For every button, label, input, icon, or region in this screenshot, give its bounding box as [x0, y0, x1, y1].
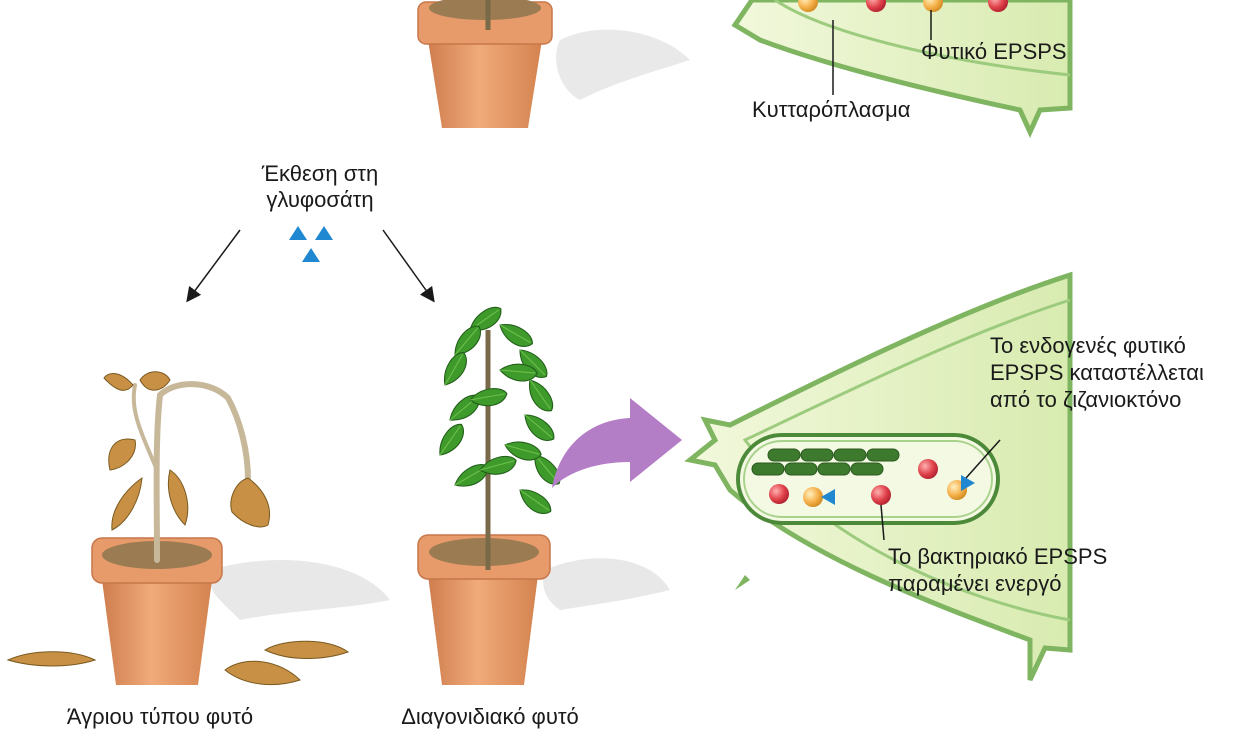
leaf-vein: [519, 489, 550, 511]
bacterial-label-line1: Το βακτηριακό EPSPS: [888, 544, 1108, 569]
thylakoid: [817, 462, 851, 476]
leaf: [504, 441, 542, 461]
leaf: [528, 379, 554, 412]
leaf-vein: [529, 379, 551, 410]
leaf-vein: [499, 369, 536, 374]
thylakoid-stack: [751, 448, 900, 476]
thylakoid: [767, 448, 801, 462]
leaf-vein: [469, 393, 505, 401]
transgenic-plant: [417, 330, 670, 685]
protein-top-2: [866, 0, 886, 12]
bacterial-label-line2: παραμένει ενεργό: [888, 571, 1062, 596]
glyphosate-bound-1: [821, 489, 835, 505]
glyphosate-bound-2: [961, 475, 975, 491]
leaf-vein: [499, 324, 531, 344]
leaf-vein: [534, 454, 559, 483]
thylakoid: [850, 462, 884, 476]
leaf-vein: [519, 349, 546, 376]
leaf: [524, 414, 555, 441]
leaf-vein: [479, 460, 515, 471]
chloroplast: [736, 433, 1000, 525]
leaf: [499, 324, 533, 347]
endogenous-label-line2: EPSPS καταστέλλεται: [990, 360, 1204, 385]
thylakoid: [784, 462, 818, 476]
thylakoid: [866, 448, 900, 462]
wild-type-plant: [6, 371, 390, 686]
top-pot: [417, 0, 690, 128]
leaf: [519, 489, 552, 514]
endogenous-label-line1: Το ενδογενές φυτικό: [990, 333, 1186, 358]
leaf-vein: [524, 414, 553, 439]
thylakoid: [800, 448, 834, 462]
bacterial-pointer: [880, 504, 885, 541]
protein-red-3: [918, 459, 938, 479]
leaf-vein: [439, 425, 461, 456]
protein-yellow-inhibited-1: [803, 487, 823, 507]
endogenous-label-line3: από το ζιζανιοκτόνο: [990, 387, 1182, 412]
glyphosate-icon: [289, 226, 333, 262]
top-cell: [731, 0, 1073, 139]
leaf-vein: [454, 327, 479, 356]
protein-red-1: [769, 484, 789, 504]
cytoplasm-label: Κυτταρόπλασμα: [752, 97, 911, 122]
zoom-arrow: [552, 398, 682, 488]
protein-top-1: [798, 0, 818, 12]
thylakoid: [833, 448, 867, 462]
leaf: [499, 363, 538, 382]
leaf-vein: [504, 444, 540, 455]
leaf: [439, 423, 464, 456]
endogenous-pointer: [965, 439, 1001, 479]
protein-red-2: [871, 485, 891, 505]
leaf-vein: [444, 354, 464, 386]
thylakoid: [751, 462, 785, 476]
protein-top-4: [988, 0, 1008, 12]
arrow-to-transgenic: [382, 229, 435, 303]
transgenic-label: Διαγονιδιακό φυτό: [401, 704, 579, 729]
transgenic-foliage: [439, 306, 561, 514]
protein-top-3: [923, 0, 943, 12]
wild-type-label: Άγριου τύπου φυτό: [66, 704, 254, 729]
exposure-label-line2: γλυφοσάτη: [266, 187, 374, 212]
arrow-to-wild-type: [186, 229, 241, 303]
plant-epsps-label: Φυτικό EPSPS: [921, 39, 1067, 64]
exposure-label-line1: Έκθεση στη: [261, 161, 379, 186]
